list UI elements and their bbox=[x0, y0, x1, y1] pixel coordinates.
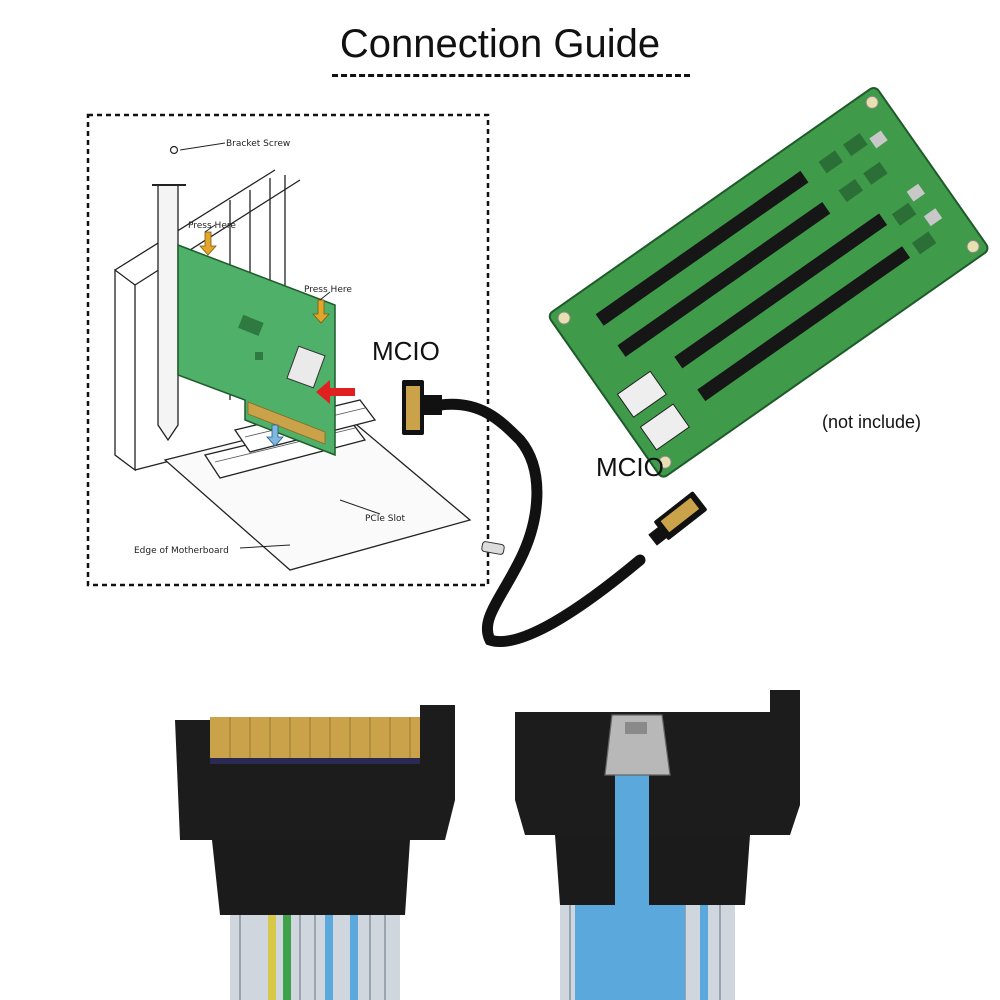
mcio-label-left: MCIO bbox=[372, 336, 440, 366]
label-press-here-right: Press Here bbox=[304, 285, 352, 295]
cable-boot-left bbox=[212, 840, 410, 915]
wire-bundle-left bbox=[230, 905, 400, 1000]
riser-board bbox=[548, 87, 989, 478]
riser-pcie-slots bbox=[595, 170, 911, 402]
cable-clip bbox=[481, 541, 505, 555]
cable-boot-right bbox=[555, 835, 750, 905]
metal-latch bbox=[604, 714, 671, 776]
mcio-connector-right bbox=[648, 491, 707, 546]
press-arrow-top-icon bbox=[199, 231, 217, 256]
card-gold-fingers bbox=[247, 401, 326, 445]
page-title: Connection Guide bbox=[339, 22, 661, 66]
label-press-here-top: Press Here bbox=[188, 221, 236, 231]
cable-end-photo-left bbox=[175, 705, 455, 1000]
mcio-label-right: MCIO bbox=[596, 452, 664, 482]
riser-mcio-port-2 bbox=[639, 403, 690, 451]
screw-leader bbox=[179, 142, 226, 151]
label-motherboard-edge: Edge of Motherboard bbox=[134, 546, 229, 556]
connector-arrow-icon bbox=[316, 380, 355, 404]
gold-contacts-left bbox=[210, 717, 420, 761]
press-arrow-right-icon bbox=[312, 299, 330, 324]
riser-mcio-port-1 bbox=[616, 370, 667, 418]
installation-schematic: Bracket Screw Press Here Press Here PCIe… bbox=[86, 113, 490, 587]
card-mcio-port bbox=[286, 345, 326, 389]
mcio-cable bbox=[402, 380, 707, 647]
cable-end-photo-right bbox=[515, 690, 800, 1000]
title-underline bbox=[332, 74, 690, 77]
insert-arrow-icon bbox=[266, 424, 284, 447]
connector-housing-left bbox=[175, 705, 455, 840]
pcie-card bbox=[177, 243, 336, 457]
not-included-note: (not include) bbox=[822, 412, 922, 432]
bracket-screw-icon bbox=[169, 145, 179, 155]
pci-bracket bbox=[152, 184, 186, 442]
mcio-connector-left bbox=[402, 380, 442, 435]
label-bracket-screw: Bracket Screw bbox=[226, 139, 290, 149]
label-pcie-slot: PCIe Slot bbox=[365, 514, 405, 524]
